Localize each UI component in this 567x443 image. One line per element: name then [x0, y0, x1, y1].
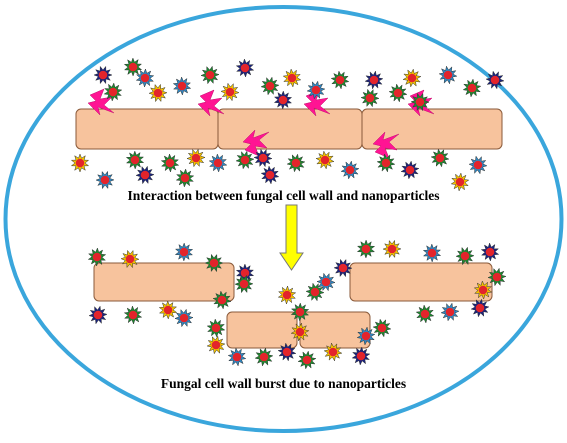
- down-arrow-icon: [279, 204, 304, 271]
- lightning-bolt-icon: [242, 129, 270, 157]
- nanoparticle-star-icon: [286, 153, 306, 173]
- nanoparticle-star-icon: [400, 160, 420, 180]
- nanoparticle-star-icon: [470, 298, 490, 318]
- nanoparticle-star-icon: [282, 68, 302, 88]
- nanoparticle-star-icon: [87, 247, 107, 267]
- burst-cell-right: [349, 262, 493, 302]
- nanoparticle-star-icon: [462, 78, 482, 98]
- nanoparticle-star-icon: [123, 57, 143, 77]
- nanoparticle-star-icon: [175, 168, 195, 188]
- nanoparticle-star-icon: [148, 83, 168, 103]
- nanoparticle-star-icon: [227, 347, 247, 367]
- nanoparticle-star-icon: [364, 70, 384, 90]
- nanoparticle-star-icon: [290, 302, 310, 322]
- top-hypha: [75, 108, 503, 150]
- lightning-bolt-icon: [87, 88, 115, 116]
- nanoparticle-star-icon: [120, 249, 140, 269]
- nanoparticle-star-icon: [234, 274, 254, 294]
- nanoparticle-star-icon: [315, 150, 335, 170]
- nanoparticle-star-icon: [388, 83, 408, 103]
- caption-top: Interaction between fungal cell wall and…: [127, 188, 440, 203]
- nanoparticle-star-icon: [402, 68, 422, 88]
- nanoparticle-star-icon: [235, 263, 255, 283]
- nanoparticle-star-icon: [306, 80, 326, 100]
- nanoparticle-star-icon: [473, 280, 493, 300]
- nanoparticle-star-icon: [277, 342, 297, 362]
- nanoparticle-star-icon: [455, 246, 475, 266]
- burst-cell-middle-right: [299, 311, 371, 349]
- nanoparticle-star-icon: [174, 242, 194, 262]
- nanoparticle-star-icon: [360, 88, 380, 108]
- top-cell-2: [217, 108, 363, 150]
- nanoparticle-star-icon: [186, 148, 206, 168]
- nanoparticle-star-icon: [440, 302, 460, 322]
- nanoparticle-star-icon: [220, 82, 240, 102]
- lightning-bolt-icon: [197, 89, 225, 117]
- nanoparticle-star-icon: [260, 76, 280, 96]
- nanoparticle-star-icon: [95, 170, 115, 190]
- nanoparticle-star-icon: [174, 308, 194, 328]
- lightning-bolt-icon: [303, 89, 331, 117]
- nanoparticle-star-icon: [70, 153, 90, 173]
- nanoparticle-star-icon: [382, 239, 402, 259]
- nanoparticle-star-icon: [305, 282, 325, 302]
- burst-cell-left: [93, 262, 235, 302]
- nanoparticle-star-icon: [123, 305, 143, 325]
- top-cell-1: [75, 108, 219, 150]
- nanoparticle-star-icon: [330, 70, 350, 90]
- nanoparticle-star-icon: [273, 90, 293, 110]
- nanoparticle-star-icon: [88, 305, 108, 325]
- nanoparticle-star-icon: [135, 68, 155, 88]
- nanoparticle-star-icon: [254, 347, 274, 367]
- top-cell-3: [361, 108, 503, 150]
- nanoparticle-star-icon: [260, 165, 280, 185]
- nanoparticle-star-icon: [485, 70, 505, 90]
- nanoparticle-star-icon: [253, 148, 273, 168]
- nanoparticle-star-icon: [206, 318, 226, 338]
- nanoparticle-star-icon: [372, 318, 392, 338]
- nanoparticle-star-icon: [340, 160, 360, 180]
- nanoparticle-star-icon: [480, 242, 500, 262]
- bottom-cells: [93, 262, 493, 349]
- nanoparticle-star-icon: [206, 335, 226, 355]
- nanoparticle-star-icon: [290, 322, 310, 342]
- nanoparticle-star-icon: [208, 153, 228, 173]
- nanoparticle-star-icon: [487, 267, 507, 287]
- nanoparticle-star-icon: [172, 76, 192, 96]
- lightning-bolt-icon: [372, 131, 400, 159]
- nanoparticle-star-icon: [376, 153, 396, 173]
- nanoparticle-star-icon: [316, 272, 336, 292]
- nanoparticle-star-icon: [438, 65, 458, 85]
- nanoparticle-star-icon: [333, 258, 353, 278]
- nanoparticle-star-icon: [103, 82, 123, 102]
- nanoparticle-star-icon: [351, 346, 371, 366]
- nanoparticle-star-icon: [212, 290, 232, 310]
- nanoparticle-star-icon: [450, 172, 470, 192]
- nanoparticle-star-icon: [277, 285, 297, 305]
- nanoparticle-star-icon: [125, 150, 145, 170]
- nanoparticle-star-icon: [204, 253, 224, 273]
- nanoparticle-star-icon: [235, 150, 255, 170]
- nanoparticle-star-icon: [297, 350, 317, 370]
- nanoparticle-star-icon: [422, 243, 442, 263]
- nanoparticle-star-icon: [410, 92, 430, 112]
- nanoparticle-star-icon: [160, 153, 180, 173]
- nanoparticle-star-icon: [356, 326, 376, 346]
- outer-ellipse: [3, 5, 564, 433]
- caption-bottom: Fungal cell wall burst due to nanopartic…: [160, 376, 407, 391]
- nanoparticle-star-icon: [415, 304, 435, 324]
- nanoparticle-star-icon: [356, 239, 376, 259]
- nanoparticle-star-icon: [235, 58, 255, 78]
- particle-layer: [70, 57, 507, 370]
- nanoparticle-star-icon: [323, 342, 343, 362]
- burst-cell-middle-left: [226, 311, 298, 349]
- nanoparticle-star-icon: [200, 65, 220, 85]
- nanoparticle-star-icon: [430, 148, 450, 168]
- nanoparticle-star-icon: [468, 155, 488, 175]
- nanoparticle-star-icon: [158, 300, 178, 320]
- nanoparticle-star-icon: [93, 65, 113, 85]
- nanoparticle-star-icon: [135, 165, 155, 185]
